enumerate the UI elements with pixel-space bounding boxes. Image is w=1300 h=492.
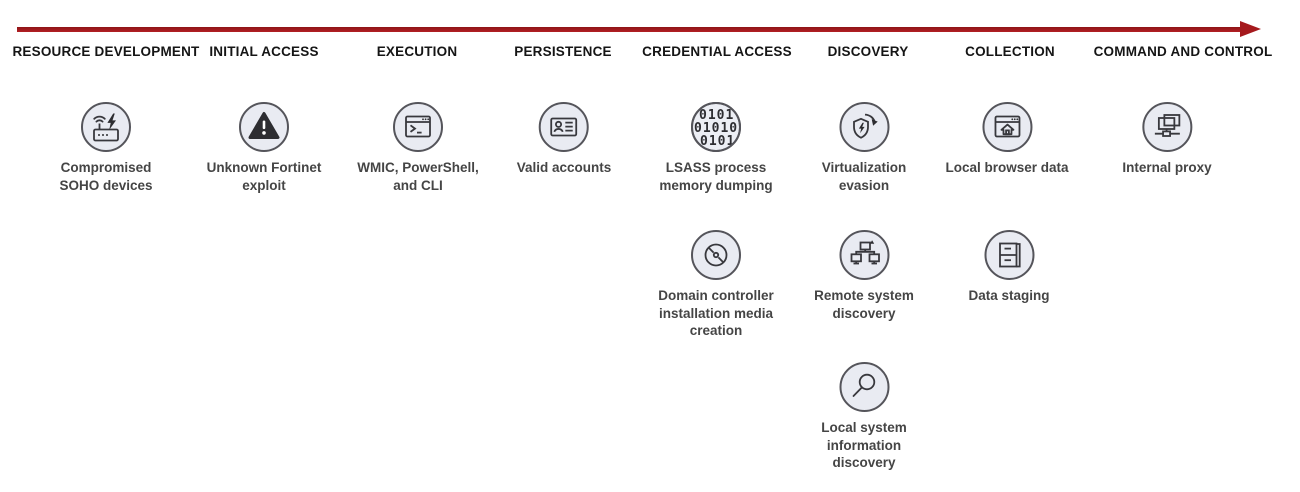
item-label: Valid accounts <box>516 160 612 175</box>
disc-icon <box>691 230 741 280</box>
shield-refresh-icon <box>839 102 889 152</box>
stage-header-discovery: DISCOVERY <box>827 44 909 59</box>
technique-remote-system-discovery: Remote system discovery <box>802 229 927 322</box>
item-label: Unknown Fortinet exploit <box>206 160 322 193</box>
item-label: Data staging <box>968 288 1050 303</box>
item-label: Internal proxy <box>1122 160 1212 175</box>
item-label: LSASS process memory dumping <box>659 160 773 193</box>
cabinet-icon <box>983 230 1034 280</box>
technique-compromised-soho-devices: Compromised SOHO devices <box>50 101 162 194</box>
binary-code-icon: 0101 01010 0101 <box>691 102 741 152</box>
stage-header-persistence: PERSISTENCE <box>514 44 612 59</box>
technique-wmic-powershell-cli: WMIC, PowerShell, and CLI <box>352 101 484 194</box>
proxy-monitors-icon <box>1142 102 1192 152</box>
technique-dc-installation-media: Domain controller installation media cre… <box>652 229 780 340</box>
binary-row: 01010 <box>694 121 738 136</box>
item-label: Local system information discovery <box>821 420 907 471</box>
technique-local-system-info-discovery: Local system information discovery <box>817 361 912 472</box>
technique-unknown-fortinet-exploit: Unknown Fortinet exploit <box>203 101 325 194</box>
technique-internal-proxy: Internal proxy <box>1122 101 1212 177</box>
item-label: Domain controller installation media cre… <box>658 288 774 339</box>
item-label: Local browser data <box>945 160 1069 175</box>
stage-header-command-and-control: COMMAND AND CONTROL <box>1093 44 1273 59</box>
stage-header-execution: EXECUTION <box>376 44 458 59</box>
item-label: WMIC, PowerShell, and CLI <box>357 160 479 193</box>
browser-home-icon <box>981 102 1032 152</box>
router-icon <box>81 102 131 152</box>
technique-valid-accounts: Valid accounts <box>516 101 612 177</box>
item-label: Remote system discovery <box>814 288 914 321</box>
id-card-icon <box>538 102 589 152</box>
terminal-icon <box>393 102 443 152</box>
magnifier-icon <box>839 362 889 412</box>
network-tree-icon <box>839 230 889 280</box>
stage-header-initial-access: INITIAL ACCESS <box>209 44 319 59</box>
technique-virtualization-evasion: Virtualization evasion <box>812 101 917 194</box>
technique-local-browser-data: Local browser data <box>945 101 1069 177</box>
item-label: Compromised SOHO devices <box>59 160 153 193</box>
stage-header-collection: COLLECTION <box>965 44 1055 59</box>
binary-row: 0101 <box>700 134 735 149</box>
technique-data-staging: Data staging <box>968 229 1050 305</box>
technique-lsass-memory-dumping: 0101 01010 0101 LSASS process memory dum… <box>652 101 780 194</box>
item-label: Virtualization evasion <box>821 160 907 193</box>
timeline-arrow-head <box>1240 21 1261 37</box>
warning-icon <box>239 102 289 152</box>
stage-header-credential-access: CREDENTIAL ACCESS <box>642 44 792 59</box>
timeline-arrow-line <box>17 27 1243 32</box>
binary-row: 0101 <box>699 108 734 123</box>
stage-header-resource-development: RESOURCE DEVELOPMENT <box>12 44 200 59</box>
